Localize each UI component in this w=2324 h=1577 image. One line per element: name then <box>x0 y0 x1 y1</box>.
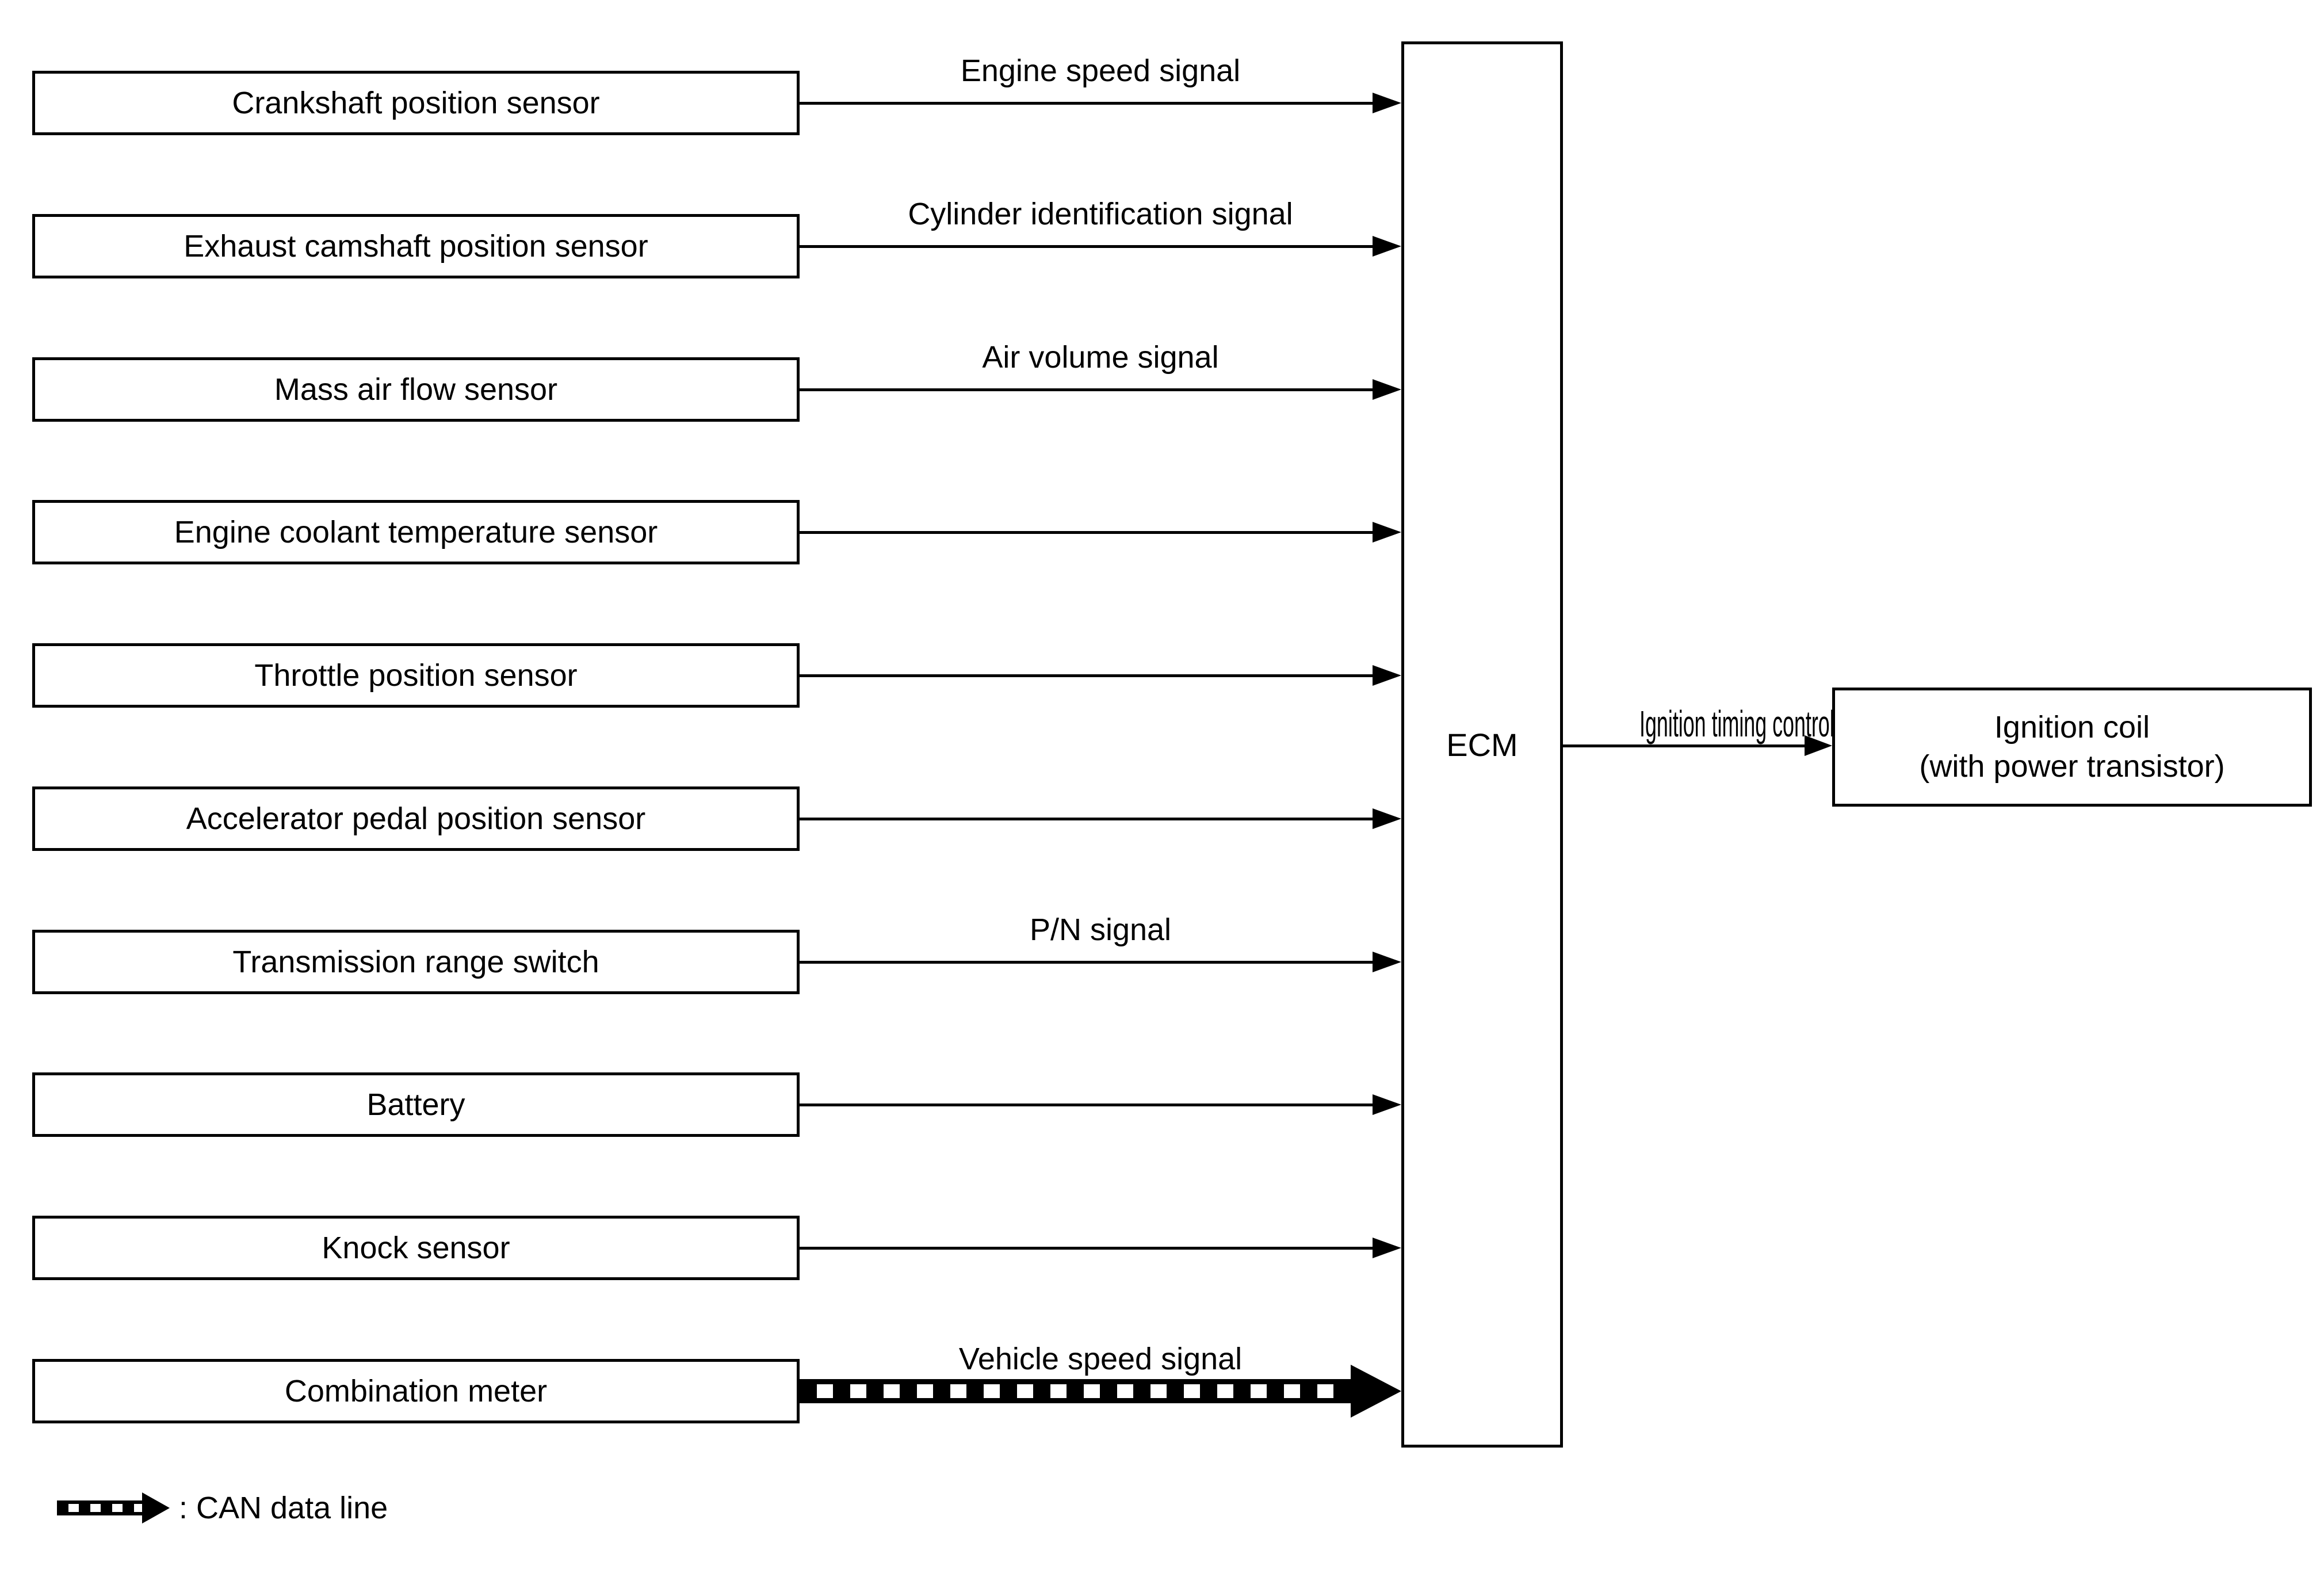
input-box-label: Mass air flow sensor <box>274 372 558 407</box>
signal-arrow-line <box>800 102 1373 105</box>
input-row-mass-air-flow-sensor: Mass air flow sensor Air volume signal <box>32 340 1401 422</box>
input-box-transmission-range-switch: Transmission range switch <box>32 930 800 994</box>
signal-label: Vehicle speed signal <box>958 1342 1243 1376</box>
signal-arrow-head-icon <box>1373 1238 1401 1258</box>
ignition-coil-box: Ignition coil (with power transistor) <box>1832 688 2312 807</box>
input-box-label: Engine coolant temperature sensor <box>174 515 658 549</box>
ignition-timing-control-label: Ignition timing control <box>1639 703 1834 744</box>
signal-arrow-head-icon <box>1373 808 1401 829</box>
input-box-mass-air-flow-sensor: Mass air flow sensor <box>32 357 800 422</box>
ignition-coil-label-line2: (with power transistor) <box>1919 749 2225 784</box>
input-box-accelerator-pedal-position-sensor: Accelerator pedal position sensor <box>32 786 800 851</box>
input-row-accelerator-pedal-position-sensor: Accelerator pedal position sensor <box>32 786 1401 851</box>
input-box-exhaust-camshaft-position-sensor: Exhaust camshaft position sensor <box>32 214 800 278</box>
signal-arrow-head-icon <box>1373 93 1401 113</box>
can-arrow-head-icon <box>1351 1365 1401 1418</box>
input-box-knock-sensor: Knock sensor <box>32 1216 800 1280</box>
input-box-combination-meter: Combination meter <box>32 1359 800 1423</box>
signal-arrow-head-icon <box>1373 379 1401 400</box>
input-row-combination-meter: Combination meter Vehicle speed signal <box>32 1342 1401 1423</box>
ignition-timing-arrow-line <box>1563 744 1805 747</box>
signal-label <box>800 1053 1401 1092</box>
signal-arrow-line <box>800 961 1373 964</box>
ignition-coil-label-line1: Ignition coil <box>1994 710 2150 744</box>
input-row-engine-coolant-temperature-sensor: Engine coolant temperature sensor <box>32 500 1401 564</box>
signal-arrow-head-icon <box>1373 522 1401 543</box>
signal-arrow-line <box>800 245 1373 248</box>
can-legend-arrow-shaft-icon <box>57 1500 142 1515</box>
signal-label: Engine speed signal <box>960 54 1241 88</box>
signal-arrow-line <box>800 674 1373 677</box>
signal-label: Air volume signal <box>982 340 1219 375</box>
input-box-label: Throttle position sensor <box>254 658 578 693</box>
signal-arrow-head-icon <box>1373 665 1401 686</box>
ignition-timing-arrow-head-icon <box>1805 735 1832 756</box>
signal-arrow-head-icon <box>1373 952 1401 972</box>
can-arrow-line <box>800 1379 1351 1403</box>
input-box-battery: Battery <box>32 1072 800 1137</box>
input-box-label: Exhaust camshaft position sensor <box>184 229 648 264</box>
input-box-label: Combination meter <box>284 1374 548 1408</box>
input-box-label: Knock sensor <box>322 1231 510 1265</box>
input-box-engine-coolant-temperature-sensor: Engine coolant temperature sensor <box>32 500 800 564</box>
input-row-exhaust-camshaft-position-sensor: Exhaust camshaft position sensor Cylinde… <box>32 197 1401 278</box>
legend-label: : CAN data line <box>179 1491 388 1525</box>
input-box-label: Transmission range switch <box>232 945 599 979</box>
input-row-knock-sensor: Knock sensor <box>32 1216 1401 1280</box>
signal-arrow-line <box>800 818 1373 820</box>
input-box-label: Crankshaft position sensor <box>232 86 600 120</box>
input-row-crankshaft-position-sensor: Crankshaft position sensor Engine speed … <box>32 54 1401 135</box>
signal-label: Cylinder identification signal <box>908 197 1293 231</box>
signal-arrow-head-icon <box>1373 236 1401 257</box>
signal-arrow-line <box>800 531 1373 534</box>
signal-arrow-head-icon <box>1373 1094 1401 1115</box>
signal-label <box>800 1196 1401 1235</box>
signal-label <box>800 767 1401 806</box>
input-row-throttle-position-sensor: Throttle position sensor <box>32 643 1401 708</box>
input-box-crankshaft-position-sensor: Crankshaft position sensor <box>32 71 800 135</box>
input-row-battery: Battery <box>32 1072 1401 1137</box>
legend: : CAN data line <box>57 1490 388 1526</box>
can-legend-arrow-head-icon <box>142 1492 170 1523</box>
input-box-throttle-position-sensor: Throttle position sensor <box>32 643 800 708</box>
signal-label: P/N signal <box>1029 912 1172 947</box>
signal-arrow-line <box>800 1247 1373 1250</box>
ecm-label: ECM <box>1446 726 1518 763</box>
signal-label <box>800 624 1401 663</box>
signal-label <box>800 480 1401 520</box>
input-row-transmission-range-switch: Transmission range switch P/N signal <box>32 912 1401 994</box>
signal-arrow-line <box>800 388 1373 391</box>
ecm-box: ECM <box>1401 41 1563 1448</box>
input-box-label: Accelerator pedal position sensor <box>186 801 646 836</box>
signal-arrow-line <box>800 1103 1373 1106</box>
input-box-label: Battery <box>366 1087 465 1122</box>
